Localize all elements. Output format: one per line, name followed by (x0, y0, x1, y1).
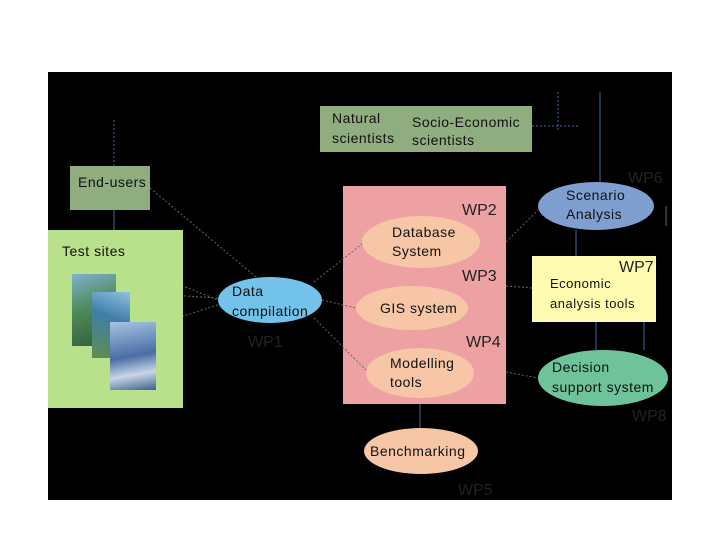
wp3-label: WP3 (462, 268, 497, 285)
database-system-line1: Database (392, 224, 456, 240)
wp8-label: WP8 (632, 408, 667, 425)
scenario-analysis-line1: Scenario (566, 187, 626, 203)
socio-economic-scientists-box: Socio-Economic scientists (404, 106, 532, 152)
decision-support-system-ellipse: Decision support system (538, 350, 668, 406)
wp6-label: WP6 (628, 170, 663, 187)
database-system-line2: System (392, 243, 442, 259)
natural-scientists-line1: Natural (332, 110, 381, 126)
scenario-analysis-ellipse: Scenario Analysis (538, 182, 654, 230)
economic-tools-line2: analysis tools (550, 296, 636, 311)
benchmarking-label: Benchmarking (370, 443, 466, 459)
data-compilation-line1: Data (232, 283, 264, 299)
wp5-label: WP5 (458, 482, 493, 499)
modelling-tools-line1: Modelling (390, 355, 455, 371)
database-system-ellipse: Database System (362, 216, 480, 268)
socio-economic-line1: Socio-Economic (412, 114, 521, 130)
economic-analysis-tools-box: Economic analysis tools (532, 256, 656, 322)
end-users-label: End-users (78, 174, 147, 190)
economic-tools-line1: Economic (550, 276, 612, 291)
natural-scientists-line2: scientists (332, 130, 395, 146)
decision-support-line2: support system (552, 379, 654, 395)
wp2-label: WP2 (462, 202, 497, 219)
modelling-tools-ellipse: Modelling tools (366, 348, 474, 398)
modelling-tools-line2: tools (390, 374, 423, 390)
data-compilation-ellipse: Data compilation (218, 277, 322, 323)
natural-scientists-box: Natural scientists (320, 106, 404, 152)
benchmarking-ellipse: Benchmarking (364, 428, 478, 474)
scenario-analysis-line2: Analysis (566, 206, 623, 222)
diagram-canvas: Natural scientists Socio-Economic scient… (48, 72, 672, 500)
wp1-label: WP1 (248, 334, 283, 351)
data-compilation-line2: compilation (232, 303, 309, 319)
gis-system-label: GIS system (380, 300, 458, 316)
coastline-photo-3 (110, 322, 156, 390)
decision-support-line1: Decision (552, 359, 610, 375)
socio-economic-line2: scientists (412, 132, 475, 148)
end-users-box: End-users (70, 166, 150, 210)
gis-system-ellipse: GIS system (356, 286, 468, 330)
wp7-label: WP7 (619, 259, 654, 276)
test-sites-panel: Test sites (48, 230, 183, 408)
wp4-label: WP4 (466, 334, 501, 351)
test-sites-label: Test sites (62, 243, 126, 259)
